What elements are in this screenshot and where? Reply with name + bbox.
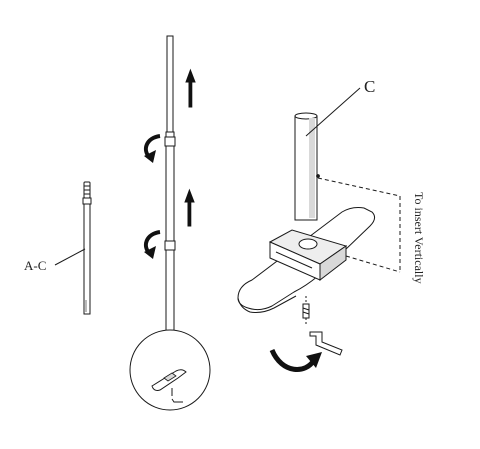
leader-line-ac — [54, 248, 86, 266]
up-arrow-icon — [184, 188, 195, 227]
rotate-arrow-icon — [143, 230, 161, 259]
label-c: C — [364, 77, 375, 96]
base-plate — [237, 207, 376, 313]
tube-c — [294, 112, 320, 221]
detail-circle — [129, 329, 211, 411]
screw-icon — [302, 296, 310, 326]
hex-key-icon — [309, 331, 343, 356]
pole-assembled — [164, 35, 176, 362]
rotate-arrow-icon — [143, 134, 161, 163]
leader-line-c — [305, 87, 361, 137]
rotate-arrow-icon — [269, 348, 322, 372]
label-ac: A-C — [24, 258, 46, 273]
pole-ac — [82, 181, 92, 315]
instruction-text: To insert Vertically — [412, 192, 426, 284]
up-arrow-icon — [185, 68, 196, 108]
dashed-callout — [317, 177, 401, 273]
